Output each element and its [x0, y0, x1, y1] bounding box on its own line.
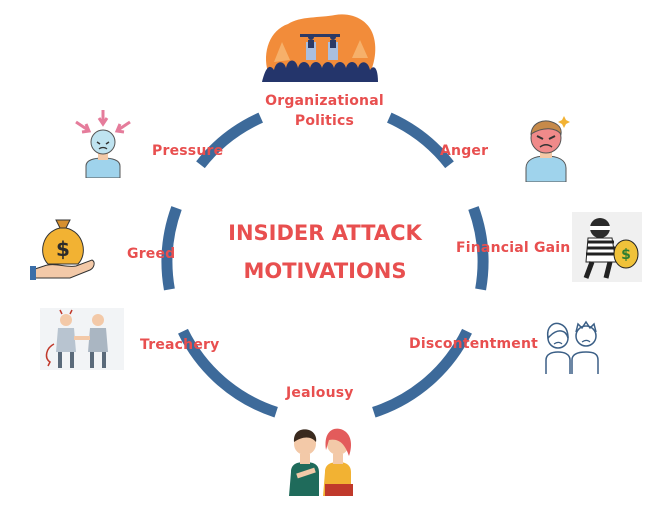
svg-text:$: $: [621, 247, 631, 263]
label-pressure: Pressure: [152, 143, 224, 159]
label-discontentment: Discontentment: [409, 336, 539, 352]
title-line-1: INSIDER ATTACK: [228, 221, 422, 245]
unhappy-couple-icon: [545, 320, 599, 374]
stressed-man-icon: [75, 110, 131, 178]
ring-arc-top-right: [386, 112, 454, 169]
svg-text:$: $: [56, 237, 70, 261]
label-line-1: Organizational: [265, 93, 384, 109]
label-financial-gain: Financial Gain: [456, 240, 571, 256]
ring-arc-bottom-right: [372, 328, 472, 418]
ring-arc-bottom-left: [178, 328, 278, 418]
money-bag-hand-icon: $: [30, 219, 95, 280]
ring-arc-left: [161, 206, 182, 291]
angry-man-icon: [525, 116, 570, 182]
ring-arc-top-left: [196, 112, 264, 169]
title-line-2: MOTIVATIONS: [243, 259, 407, 283]
label-treachery: Treachery: [140, 337, 220, 353]
devil-handshake-icon: [40, 308, 124, 370]
label-anger: Anger: [440, 143, 489, 159]
label-greed: Greed: [127, 246, 176, 262]
ring-arc-right: [468, 206, 489, 291]
label-organizational-politics: Organizational Politics: [262, 91, 387, 131]
jealous-couple-icon: [289, 428, 353, 496]
crowd-rally-icon: [262, 14, 378, 82]
diagram-title: INSIDER ATTACK MOTIVATIONS: [200, 214, 450, 290]
label-line-2: Politics: [294, 113, 355, 129]
thief-with-money-bag-icon: $: [572, 212, 642, 282]
label-jealousy: Jealousy: [286, 385, 354, 401]
